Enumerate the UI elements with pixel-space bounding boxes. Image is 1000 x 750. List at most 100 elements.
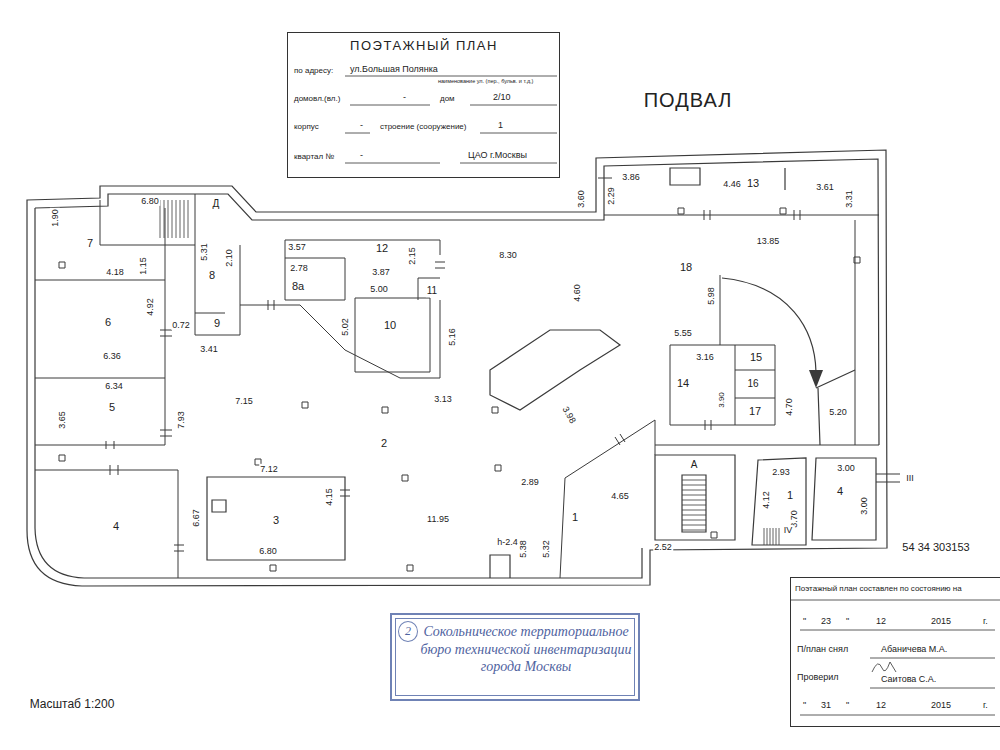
room-number: 4 bbox=[112, 520, 120, 533]
node-text: дом bbox=[440, 94, 455, 104]
room-3-outline bbox=[207, 477, 345, 560]
certification-table: Поэтажный план составлен по состоянию на… bbox=[790, 577, 1000, 727]
dimension-label: 6.80 bbox=[140, 196, 160, 206]
dimension-label: 3.13 bbox=[433, 394, 453, 404]
node-text: ул.Большая Полянка bbox=[350, 64, 438, 75]
dimension-label: 3.87 bbox=[371, 267, 391, 277]
dimension-label: 2.10 bbox=[224, 248, 234, 268]
room-number: 5 bbox=[108, 401, 116, 414]
room-number: 13 bbox=[746, 177, 760, 190]
title-block: ПОЭТАЖНЫЙ ПЛАН по адресу: ул.Большая Полян… bbox=[287, 32, 560, 178]
column-pillar bbox=[490, 330, 620, 410]
node-text: Проверил bbox=[797, 672, 838, 683]
dimension-label: 5.16 bbox=[447, 327, 457, 347]
dimension-label: 3.57 bbox=[287, 242, 307, 252]
dimension-label: 4.12 bbox=[761, 490, 771, 510]
node-text: - bbox=[360, 120, 363, 131]
dimension-label: III bbox=[905, 473, 915, 483]
dimension-label: 13.85 bbox=[756, 236, 781, 246]
stamp-number-circle: 2 bbox=[398, 621, 418, 642]
columns bbox=[59, 208, 860, 571]
dimension-label: 2.15 bbox=[407, 246, 417, 266]
room-number: 10 bbox=[383, 319, 397, 332]
dimension-label: 2.89 bbox=[520, 477, 540, 487]
room-number: 7 bbox=[86, 237, 94, 250]
room-number: 54 34 303153 bbox=[901, 541, 970, 554]
room-number: 8а bbox=[291, 280, 305, 293]
node-text: - bbox=[403, 92, 406, 103]
dimension-label: 6.36 bbox=[102, 351, 122, 361]
room-number: 15 bbox=[749, 351, 763, 364]
dimension-label: 4.18 bbox=[105, 267, 125, 277]
room-number: А bbox=[690, 459, 699, 471]
room-number: 18 bbox=[679, 261, 693, 274]
node-text: - bbox=[360, 150, 363, 161]
room-number: 9 bbox=[213, 317, 221, 330]
dimension-label: 2.29 bbox=[606, 186, 616, 206]
node-text: Саитова С.А. bbox=[881, 674, 936, 685]
dimension-label: 5.31 bbox=[199, 242, 209, 262]
node-text: по адресу: bbox=[294, 66, 333, 76]
inner-wall bbox=[35, 159, 879, 578]
node-text: 2015 bbox=[931, 616, 951, 627]
dimension-label: 6.67 bbox=[191, 508, 201, 528]
room-number: 6 bbox=[104, 316, 112, 329]
node-text: квартал № bbox=[294, 152, 334, 162]
dimension-label: 3.61 bbox=[815, 182, 835, 192]
dimension-label: 4.70 bbox=[784, 397, 794, 417]
node-text: ПОЭТАЖНЫЙ ПЛАН bbox=[350, 38, 498, 54]
node-text: 2/10 bbox=[493, 92, 511, 103]
node-text: 23 bbox=[821, 616, 831, 627]
signature bbox=[872, 662, 896, 672]
ramp-arc bbox=[722, 278, 855, 445]
dimension-label: 2.52 bbox=[653, 542, 673, 552]
dimension-label: 7.15 bbox=[234, 396, 254, 406]
dimension-label: 4.92 bbox=[145, 297, 155, 317]
node-text: Абаничева М.А. bbox=[881, 644, 947, 655]
dimension-label: 7.12 bbox=[259, 464, 279, 474]
node-text: " bbox=[846, 700, 849, 711]
node-text: " bbox=[803, 616, 806, 627]
small-rooms-right bbox=[752, 458, 900, 545]
dimension-label: 5.20 bbox=[828, 407, 848, 417]
node-text: строение (сооружение) bbox=[380, 122, 466, 132]
node-text: Поэтажный план составлен по состоянию на bbox=[795, 584, 962, 594]
dimension-label: 4.15 bbox=[324, 487, 334, 507]
dimension-label: 3.65 bbox=[57, 410, 67, 430]
dimension-label: 11.95 bbox=[426, 514, 450, 524]
dimension-label: 1.90 bbox=[50, 208, 60, 228]
room-number: 2 bbox=[380, 437, 388, 450]
dimension-label: 2.78 bbox=[289, 263, 309, 273]
dimension-label: 5.98 bbox=[706, 286, 716, 306]
dimension-label: 6.34 bbox=[104, 381, 124, 391]
dimension-label: 5.02 bbox=[340, 317, 350, 337]
page-title: ПОДВАЛ bbox=[644, 88, 733, 112]
dimension-label: 1.15 bbox=[138, 256, 148, 276]
stair-hatch bbox=[160, 200, 779, 545]
node-text: домовл.(вл.) bbox=[294, 94, 340, 104]
room-number: 17 bbox=[748, 405, 762, 418]
dimension-label: 3.31 bbox=[844, 189, 854, 209]
node-text: 1 bbox=[498, 120, 503, 131]
dimension-label: 2.93 bbox=[771, 467, 791, 477]
dimension-label: 0.72 bbox=[171, 320, 191, 330]
node-text: 2015 bbox=[931, 700, 951, 711]
title-block-underlines bbox=[345, 76, 557, 163]
dimension-label: 3.90 bbox=[717, 391, 726, 409]
room-number: 12 bbox=[375, 242, 389, 255]
door-marks bbox=[106, 210, 800, 551]
node-text: корпус bbox=[294, 122, 319, 132]
dimension-label: 5.55 bbox=[673, 328, 693, 338]
room-number: 1 bbox=[786, 489, 794, 502]
room-number: 16 bbox=[746, 378, 759, 390]
node-text: ЦАО г.Москвы bbox=[468, 150, 527, 161]
dimension-label: 3.16 bbox=[695, 352, 715, 362]
node-text: 12 bbox=[876, 616, 886, 627]
room-number: 8 bbox=[208, 269, 216, 282]
node-text: " bbox=[803, 700, 806, 711]
dimension-label: 3.00 bbox=[836, 463, 856, 473]
dimension-label: 8.30 bbox=[498, 250, 518, 260]
dimension-label: 5.32 bbox=[541, 539, 551, 559]
bti-stamp: 2Сокольническое территориальное бюро тех… bbox=[390, 613, 640, 701]
dimension-label: 3.98 bbox=[560, 404, 579, 426]
